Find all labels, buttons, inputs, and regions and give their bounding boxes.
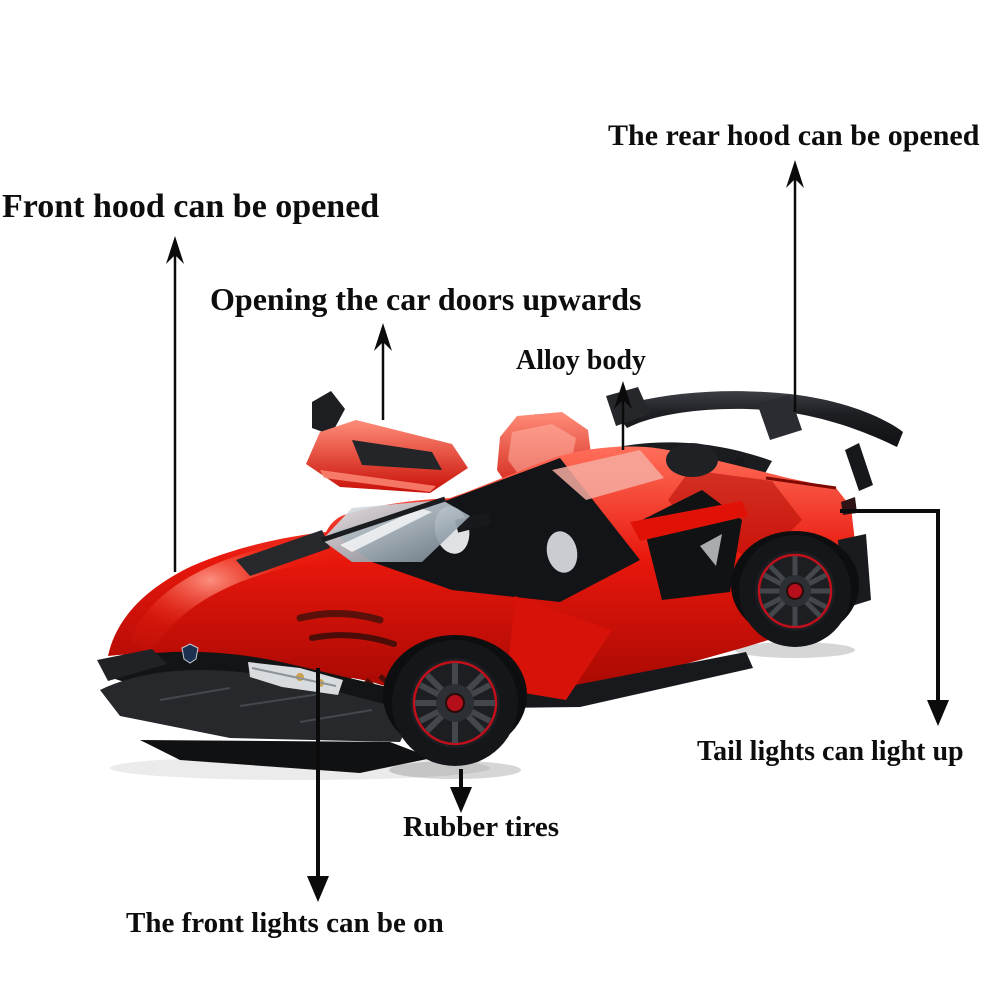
splitter-weave-2 <box>239 693 321 707</box>
front-rim-pinstripe <box>412 660 498 746</box>
splitter-mid-canard <box>100 670 415 742</box>
side-intake-glint <box>700 534 722 566</box>
wing-main-blade <box>612 391 903 447</box>
alloy-body-arrow <box>614 381 632 450</box>
splitter-skid <box>140 740 432 773</box>
near-door-open <box>306 391 468 493</box>
label-rubber-tires: Rubber tires <box>403 811 560 843</box>
label-alloy-body: Alloy body <box>516 345 646 376</box>
near-door-carbon-inset <box>352 440 442 470</box>
label-rear-hood: The rear hood can be opened <box>608 119 980 152</box>
rear-wheel <box>739 535 851 647</box>
front-wheel <box>392 640 518 766</box>
rear-hood-arrow <box>786 160 804 412</box>
a-pillar <box>321 496 446 543</box>
label-front-hood: Front hood can be opened <box>2 188 380 225</box>
hood-vent-lower <box>309 632 397 647</box>
near-door-lip-highlight <box>320 470 436 492</box>
near-door-mirror-icon <box>312 391 345 435</box>
front-hood-arrow <box>166 236 184 572</box>
rear-rim-pinstripe <box>757 553 833 629</box>
wing-strut-right <box>845 443 873 491</box>
splitter-left-canard <box>97 649 167 681</box>
intake-hump <box>666 443 718 477</box>
windshield-reflection <box>340 508 432 552</box>
front-hub <box>445 693 465 713</box>
side-intake-fin <box>630 501 748 541</box>
wing-right-endplate <box>757 395 802 440</box>
label-front-lights: The front lights can be on <box>126 907 444 939</box>
label-tail-lights: Tail lights can light up <box>697 736 964 767</box>
cowl-carbon-inset <box>236 530 330 576</box>
front-splitter <box>97 649 432 773</box>
brand-badge-icon <box>181 643 199 664</box>
label-doors-upwards: Opening the car doors upwards <box>210 281 642 317</box>
rear-hub <box>786 582 804 600</box>
engine-cover-highlight <box>552 450 664 500</box>
tail-lights-arrow <box>840 509 949 726</box>
hood-sheen <box>130 540 330 655</box>
side-red-blade <box>506 596 612 700</box>
splitter-weave-1 <box>159 687 231 701</box>
cockpit <box>321 458 640 602</box>
callout-arrows <box>166 160 949 902</box>
dashboard <box>454 511 492 533</box>
hood-vent-upper <box>296 610 384 624</box>
wing-left-endplate <box>606 387 650 426</box>
front-lights-arrow <box>307 668 329 902</box>
rear-fin-line <box>765 476 837 490</box>
splitter-weave-3 <box>299 709 373 723</box>
rubber-tires-arrow <box>450 769 472 813</box>
passenger-seat <box>546 531 578 573</box>
wheels <box>383 531 859 766</box>
headlight-chrome-line <box>251 667 337 687</box>
engine-deck <box>552 443 718 500</box>
doors-arrow <box>374 323 392 420</box>
